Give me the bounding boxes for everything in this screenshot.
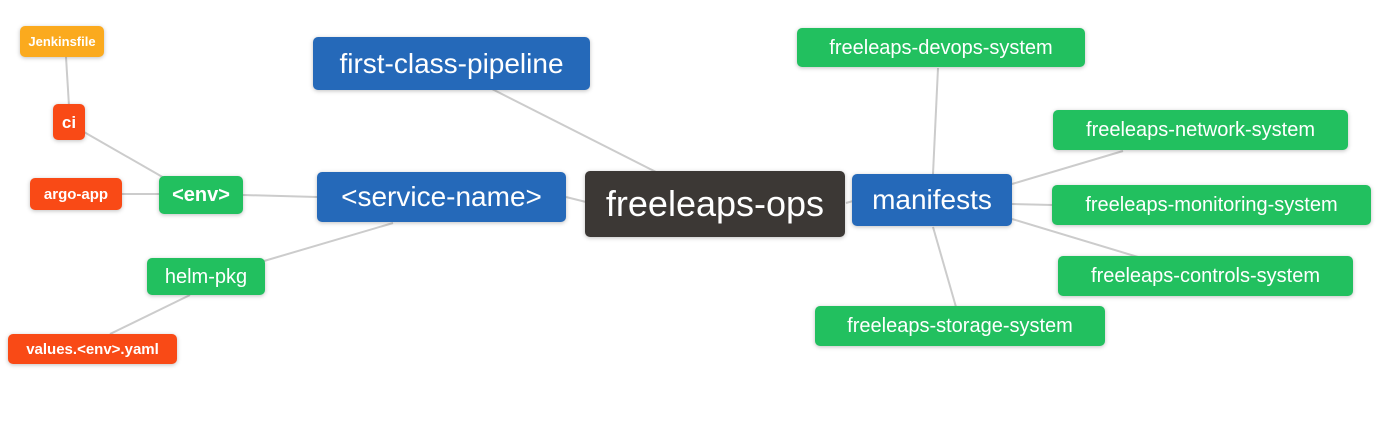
node-argo-app[interactable]: argo-app [30, 178, 122, 210]
node-values-env-yaml[interactable]: values.<env>.yaml [8, 334, 177, 364]
node-controls-system[interactable]: freeleaps-controls-system [1058, 256, 1353, 296]
node-first-class-pipeline[interactable]: first-class-pipeline [313, 37, 590, 90]
node-service-name[interactable]: <service-name> [317, 172, 566, 222]
node-monitoring-system[interactable]: freeleaps-monitoring-system [1052, 185, 1371, 225]
edge-manifests-devops [932, 67, 939, 175]
edge-service-name-root [565, 196, 587, 203]
node-ci[interactable]: ci [53, 104, 85, 140]
node-helm-pkg[interactable]: helm-pkg [147, 258, 265, 295]
edge-pipeline-root [491, 88, 657, 173]
edge-manifests-monitoring [1011, 203, 1054, 206]
node-devops-system[interactable]: freeleaps-devops-system [797, 28, 1085, 67]
edge-env-service-name [242, 194, 318, 198]
node-env[interactable]: <env> [159, 176, 243, 214]
node-storage-system[interactable]: freeleaps-storage-system [815, 306, 1105, 346]
edge-manifests-network [1011, 150, 1124, 185]
edge-helm-pkg-service-name [263, 222, 394, 262]
node-jenkinsfile[interactable]: Jenkinsfile [20, 26, 104, 57]
edge-values-helm-pkg [109, 294, 191, 335]
edge-jenkinsfile-ci [65, 56, 70, 107]
node-manifests[interactable]: manifests [852, 174, 1012, 226]
node-freeleaps-ops-root[interactable]: freeleaps-ops [585, 171, 845, 237]
node-network-system[interactable]: freeleaps-network-system [1053, 110, 1348, 150]
edge-manifests-storage [932, 226, 957, 308]
edge-ci-env [83, 131, 167, 180]
